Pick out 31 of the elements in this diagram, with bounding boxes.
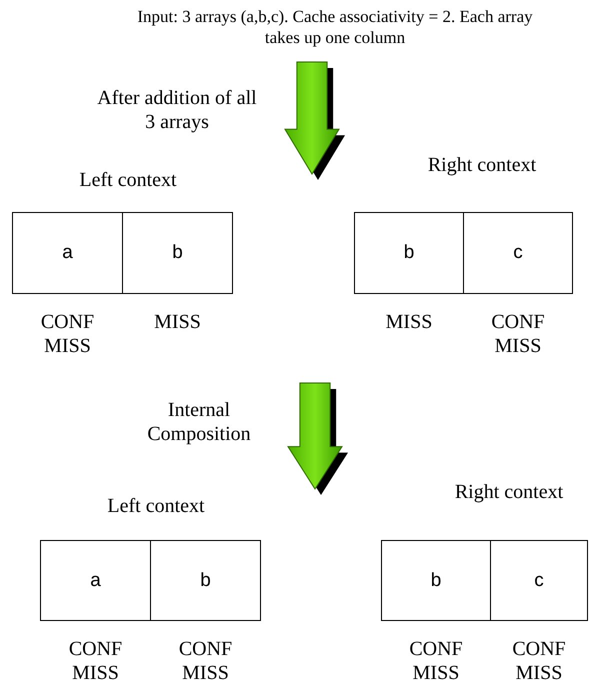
- array-name: b: [404, 242, 414, 264]
- cache-cell: [40, 540, 151, 621]
- cache-cell: [12, 212, 123, 294]
- array-name: b: [200, 570, 211, 592]
- array-name: a: [90, 570, 101, 592]
- cache-cell: [490, 540, 588, 621]
- miss-label: CONF MISS: [490, 310, 546, 358]
- array-name: c: [513, 242, 523, 264]
- cache-cell: [122, 212, 233, 294]
- array-name: b: [172, 242, 183, 264]
- context-label: Internal Composition: [146, 398, 252, 446]
- title: Input: 3 arrays (a,b,c). Cache associativity = 2. Each array takes up one column: [136, 6, 534, 48]
- context-label: After addition of all 3 arrays: [96, 86, 258, 134]
- context-label: Left context: [78, 168, 178, 192]
- miss-label: MISS: [384, 310, 434, 334]
- cache-cell: [463, 212, 573, 294]
- miss-label: CONF MISS: [68, 637, 124, 685]
- context-label: Right context: [454, 480, 564, 504]
- miss-label: CONF MISS: [511, 637, 567, 685]
- miss-label: CONF MISS: [408, 637, 464, 685]
- context-label: Left context: [106, 494, 206, 518]
- miss-label: CONF MISS: [178, 637, 234, 685]
- miss-label: MISS: [153, 310, 202, 334]
- array-name: b: [430, 570, 442, 592]
- array-name: c: [534, 570, 544, 592]
- miss-label: CONF MISS: [40, 310, 96, 358]
- cache-cell: [150, 540, 261, 621]
- context-label: Right context: [426, 153, 538, 177]
- cache-cell: [381, 540, 491, 621]
- cache-cell: [354, 212, 464, 294]
- array-name: a: [62, 242, 73, 264]
